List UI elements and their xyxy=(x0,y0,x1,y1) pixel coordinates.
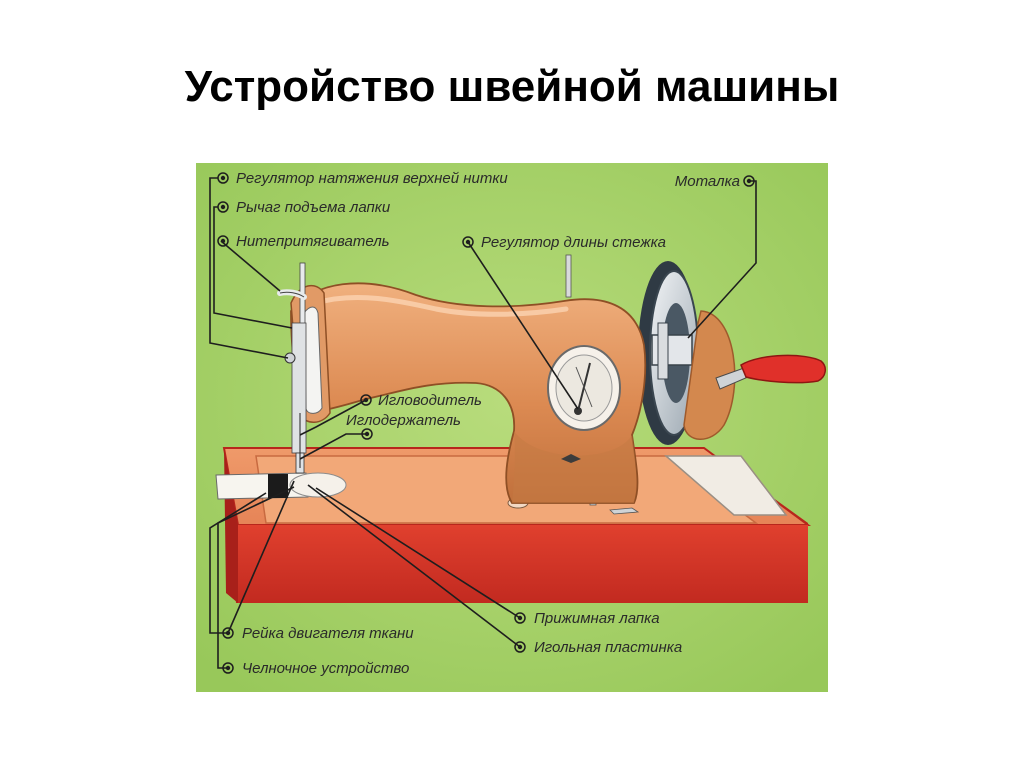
label-needle-plate: Игольная пластинка xyxy=(534,639,682,656)
label-foot-lever: Рычаг подъема лапки xyxy=(236,199,391,216)
crank-handle xyxy=(740,354,826,384)
stitch-length-dial xyxy=(547,345,621,431)
label-needle-holder: Иглодержатель xyxy=(346,412,461,429)
slide-title: Устройство швейной машины xyxy=(184,62,840,111)
label-take-up: Нитепритягиватель xyxy=(236,233,390,250)
label-bobbin-winder: Моталка xyxy=(675,173,740,190)
label-feed-dog: Рейка двигателя ткани xyxy=(242,625,414,642)
machine-arm xyxy=(290,282,647,504)
label-stitch-length: Регулятор длины стежка xyxy=(481,234,666,251)
handwheel xyxy=(638,261,749,445)
label-thread-tension: Регулятор натяжения верхней нитки xyxy=(236,170,508,187)
label-shuttle: Челночное устройство xyxy=(242,660,409,677)
spool-pin xyxy=(565,254,572,298)
accessory-lid xyxy=(663,455,788,516)
label-presser-foot: Прижимная лапка xyxy=(534,610,660,627)
label-markers xyxy=(217,172,755,674)
needle-plate-shape xyxy=(289,472,347,498)
sewing-machine-diagram: Регулятор натяжения верхней нитки Рычаг … xyxy=(196,163,828,692)
label-needle-bar: Игловодитель xyxy=(378,392,482,409)
